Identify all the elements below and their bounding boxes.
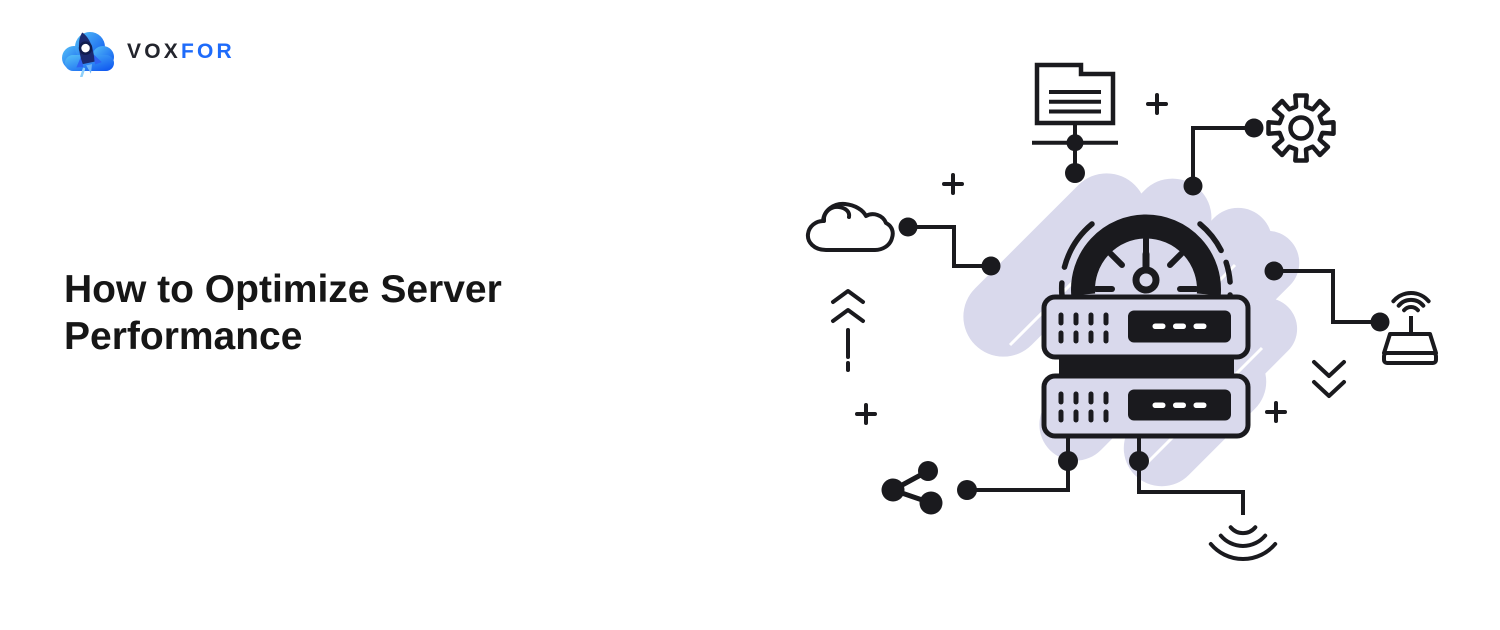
server-band: [1059, 359, 1234, 374]
cloud-inner-curl: [821, 204, 852, 223]
gauge-ticks: [1093, 236, 1199, 292]
logo-text-primary: VOX: [127, 39, 181, 63]
cloud-rocket-icon: [62, 32, 114, 77]
router-wifi-arcs: [1391, 291, 1431, 313]
plus-sign: [1265, 401, 1287, 423]
document-lines: [1049, 90, 1101, 114]
share-nodes-icon: [881, 437, 1078, 515]
plus-signs: [855, 93, 1287, 425]
page-title: How to Optimize Server Performance: [64, 268, 502, 358]
gauge-dash-arc-left: [1058, 221, 1095, 299]
logo-text-secondary: FOR: [180, 39, 235, 63]
gear-icon: [1183, 93, 1336, 196]
plus-sign: [855, 403, 877, 425]
document-network-icon: [1032, 62, 1118, 183]
plus-sign: [942, 173, 964, 195]
wifi-router-icon: [1264, 261, 1438, 365]
plus-sign: [1146, 93, 1168, 115]
server-panel-leds: [1152, 323, 1207, 408]
server-performance-illustration: [805, 62, 1438, 562]
server-rack-icon: [1041, 294, 1251, 439]
signal-waves-icon: [1129, 437, 1278, 562]
logo: VOXFOR: [57, 25, 235, 77]
gauge-hub: [1132, 266, 1160, 294]
speedometer-icon: [1058, 214, 1234, 299]
gear-connector-line: [1191, 126, 1254, 186]
chevron-up-icon: [831, 289, 865, 372]
logo-text: VOXFOR: [127, 41, 235, 62]
cloud-icon: [805, 201, 1001, 276]
server-vents: [1058, 312, 1109, 423]
router-connector-line: [1274, 269, 1380, 324]
gauge-dash-arc-right: [1197, 221, 1234, 299]
chevron-down-icon: [1312, 360, 1346, 398]
cloud-connector-line: [908, 225, 991, 268]
rocket-shape: [76, 32, 102, 77]
